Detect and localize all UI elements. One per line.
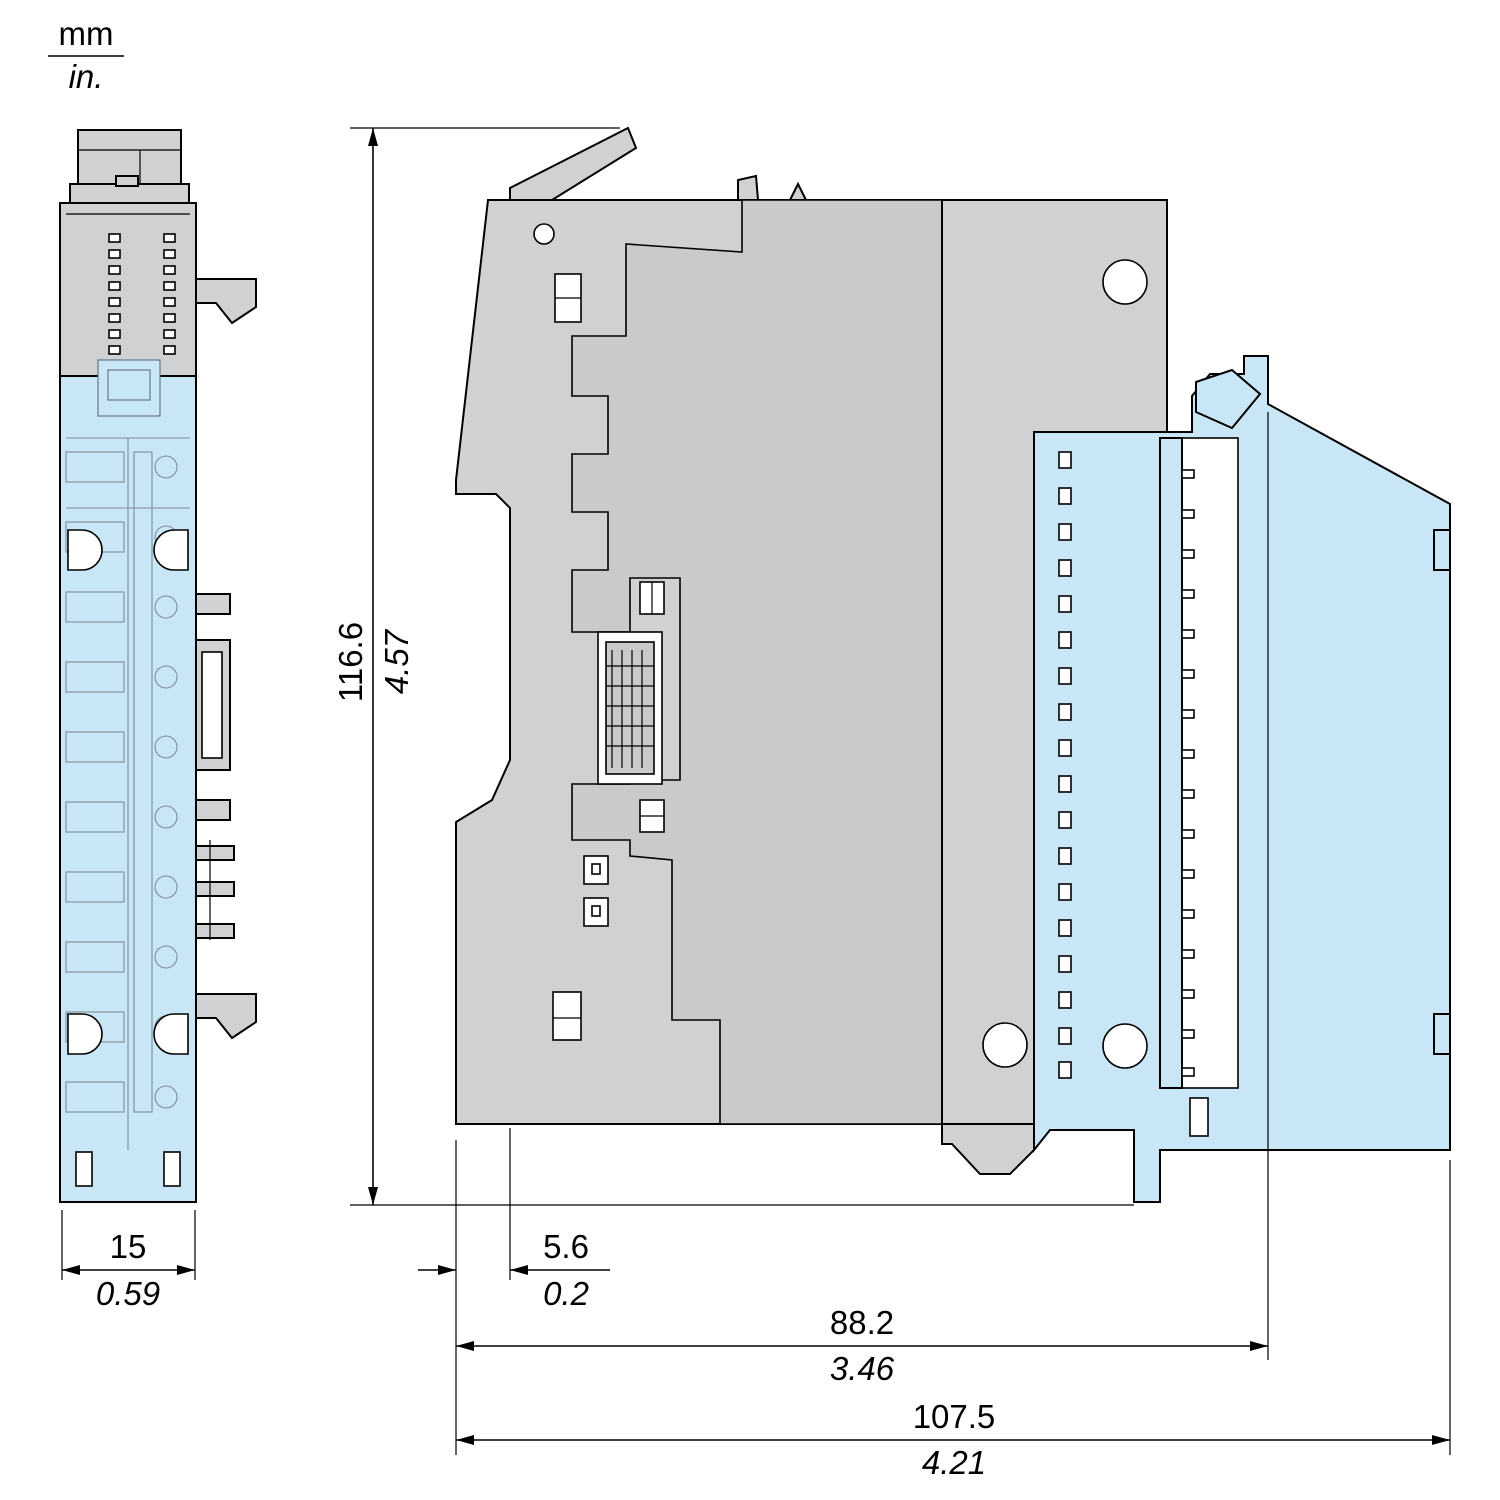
dim-depth-to-pivot: 88.2 3.46	[456, 412, 1269, 1387]
side-screw-bottom-left	[982, 1022, 1028, 1068]
side-module-body	[571, 199, 943, 1125]
side-screw-bottom-right	[1102, 1023, 1148, 1069]
side-view	[455, 126, 1451, 1203]
dim-depth-to-pivot-in: 3.46	[830, 1350, 895, 1387]
front-view	[59, 129, 257, 1203]
dim-overall-depth-mm: 107.5	[913, 1398, 996, 1435]
front-hook-lower-left	[67, 1013, 103, 1055]
dim-height-mm: 116.6	[332, 622, 369, 702]
front-hook-upper-left	[67, 529, 103, 571]
side-terminal-screws	[1058, 451, 1072, 1079]
dim-width-in: 0.59	[96, 1275, 160, 1312]
front-side-tab-3	[195, 845, 235, 861]
dim-rail-offset: 5.6 0.2	[418, 1128, 610, 1455]
front-lower-latch	[195, 993, 257, 1040]
unit-inch: in.	[69, 58, 104, 95]
front-side-tab-2	[195, 799, 231, 821]
dim-overall-depth: 107.5 4.21	[456, 1160, 1451, 1481]
dim-rail-offset-in: 0.2	[543, 1275, 589, 1312]
side-terminal-block	[1033, 355, 1451, 1203]
dim-width-mm: 15	[110, 1228, 147, 1265]
front-side-tab-1	[195, 593, 231, 615]
front-upper-latch	[195, 278, 257, 325]
dim-depth-to-pivot-mm: 88.2	[830, 1304, 894, 1341]
side-terminal-clamps	[1181, 469, 1195, 1077]
side-bus-pins	[606, 650, 654, 768]
dim-height: 116.6 4.57	[332, 127, 1134, 1206]
side-terminal-face	[1181, 437, 1239, 1089]
unit-mm: mm	[59, 15, 114, 52]
dim-rail-offset-mm: 5.6	[543, 1228, 589, 1265]
front-hook-upper-right	[153, 529, 189, 571]
side-screw-top	[1102, 259, 1148, 305]
side-top-latch	[509, 126, 638, 201]
front-led-slots	[108, 233, 176, 355]
dim-width: 15 0.59	[61, 1210, 196, 1312]
front-hook-lower-right	[153, 1013, 189, 1055]
dim-overall-depth-in: 4.21	[922, 1444, 986, 1481]
units-legend: mm in.	[48, 15, 124, 95]
dim-height-in: 4.57	[378, 628, 415, 694]
